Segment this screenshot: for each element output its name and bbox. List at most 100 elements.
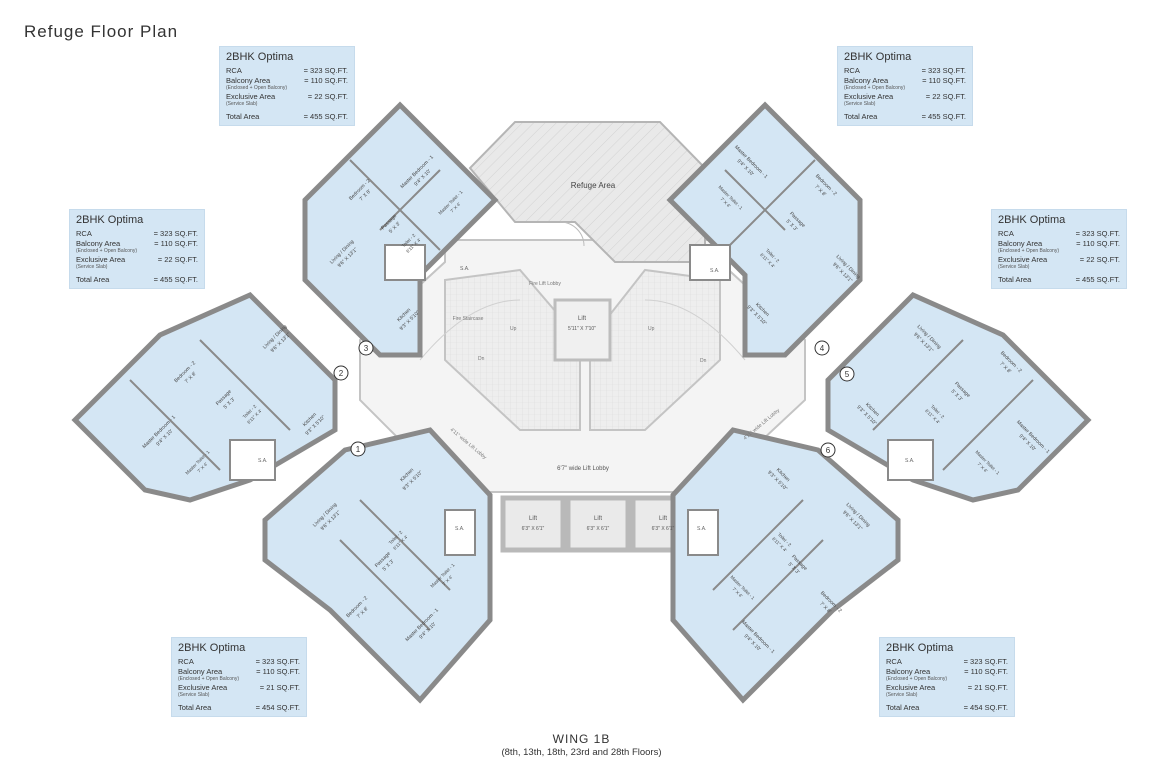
wing-upper-right-flat-4 — [666, 101, 863, 358]
exclusive-value: = 21 SQ.FT. — [259, 683, 300, 692]
balcony-label: Balcony Area — [226, 76, 271, 85]
exclusive-sub: (Service Slab) — [226, 101, 258, 107]
wing-caption: WING 1B — [552, 732, 611, 746]
lift-3-size: 6'3" X 6'1" — [652, 526, 675, 532]
sa-label: S.A. — [258, 458, 267, 464]
rca-label: RCA — [886, 657, 902, 666]
flat-marker-3: 3 — [358, 340, 374, 356]
area-card-bottom-right: 2BHK Optima RCA = 323 SQ.FT. Balcony Area… — [879, 637, 1015, 717]
exclusive-sub: (Service Slab) — [844, 101, 876, 107]
lift-2-box — [565, 495, 631, 553]
exclusive-value: = 22 SQ.FT. — [925, 92, 966, 101]
lift-1-size: 6'3" X 6'1" — [522, 526, 545, 532]
area-card-top-left: 2BHK Optima RCA= 323 SQ.FT. Balcony Area… — [219, 46, 355, 126]
wing-upper-left-flat-3 — [302, 101, 499, 358]
balcony-label: Balcony Area — [998, 239, 1043, 248]
main-lobby-label: 6'7" wide Lift Lobby — [557, 466, 609, 472]
stair-up-left: Up — [510, 326, 517, 332]
refuge-area-zone — [468, 121, 706, 263]
wing-lower-left-flat-1 — [262, 427, 493, 704]
exclusive-label: Exclusive Area — [844, 92, 894, 101]
rca-value: = 323 SQ.FT. — [921, 66, 966, 75]
svg-text:6: 6 — [826, 446, 831, 455]
card-title: 2BHK Optima — [886, 642, 954, 654]
exclusive-label: Exclusive Area — [998, 255, 1048, 264]
total-label: Total Area — [844, 112, 878, 121]
total-value: = 455 SQ.FT. — [1075, 275, 1120, 284]
lift-3-label: Lift — [659, 516, 667, 522]
exclusive-label: Exclusive Area — [178, 683, 228, 692]
total-value: = 455 SQ.FT. — [921, 112, 966, 121]
flat-marker-4: 4 — [814, 340, 830, 356]
sa-label: S.A. — [697, 526, 706, 532]
svg-text:5: 5 — [845, 370, 850, 379]
sa-label: S.A. — [905, 458, 914, 464]
svg-text:1: 1 — [356, 445, 361, 454]
total-value: = 455 SQ.FT. — [303, 112, 348, 121]
card-title: 2BHK Optima — [844, 51, 912, 63]
svg-text:4: 4 — [820, 344, 825, 353]
balcony-label: Balcony Area — [886, 667, 931, 676]
exclusive-sub: (Service Slab) — [998, 264, 1030, 270]
balcony-value: = 110 SQ.FT. — [304, 76, 348, 85]
rca-label: RCA — [226, 66, 242, 75]
rca-value: = 323 SQ.FT. — [255, 657, 300, 666]
lift-2-label: Lift — [594, 516, 602, 522]
card-title: 2BHK Optima — [178, 642, 246, 654]
sa-label: S.A. — [455, 526, 464, 532]
balcony-value: = 110 SQ.FT. — [256, 667, 300, 676]
total-label: Total Area — [178, 703, 212, 712]
sa-label: S.A. — [710, 268, 719, 274]
balcony-sub: (Enclosed + Open Balcony) — [226, 85, 288, 91]
lift-2-size: 6'3" X 6'1" — [587, 526, 610, 532]
exclusive-sub: (Service Slab) — [76, 264, 108, 270]
rca-label: RCA — [178, 657, 194, 666]
exclusive-value: = 22 SQ.FT. — [307, 92, 348, 101]
card-title: 2BHK Optima — [76, 214, 144, 226]
refuge-area-label: Refuge Area — [571, 181, 616, 190]
exclusive-label: Exclusive Area — [886, 683, 936, 692]
area-card-bottom-left: 2BHK Optima RCA = 323 SQ.FT. Balcony Area… — [171, 637, 307, 717]
rca-label: RCA — [844, 66, 860, 75]
flat-marker-1: 1 — [350, 441, 366, 457]
total-value: = 454 SQ.FT. — [963, 703, 1008, 712]
rca-label: RCA — [998, 229, 1014, 238]
balcony-label: Balcony Area — [178, 667, 223, 676]
exclusive-label: Exclusive Area — [76, 255, 126, 264]
stair-dn-left: Dn — [478, 356, 485, 362]
total-label: Total Area — [886, 703, 920, 712]
exclusive-value: = 21 SQ.FT. — [967, 683, 1008, 692]
card-title: 2BHK Optima — [998, 214, 1066, 226]
total-label: Total Area — [226, 112, 260, 121]
rca-value: = 323 SQ.FT. — [153, 229, 198, 238]
lift-1-box — [500, 495, 566, 553]
balcony-value: = 110 SQ.FT. — [154, 239, 198, 248]
svg-text:3: 3 — [364, 344, 369, 353]
central-core — [359, 121, 806, 553]
area-card-middle-right: 2BHK Optima RCA = 323 SQ.FT. Balcony Area… — [991, 209, 1127, 289]
sa-label: S.A. — [460, 266, 469, 272]
wing-lower-right-flat-6 — [670, 427, 901, 704]
rca-value: = 323 SQ.FT. — [963, 657, 1008, 666]
total-value: = 455 SQ.FT. — [153, 275, 198, 284]
exclusive-value: = 22 SQ.FT. — [157, 255, 198, 264]
flat-marker-2: 2 — [333, 365, 349, 381]
total-label: Total Area — [998, 275, 1032, 284]
floors-caption: (8th, 13th, 18th, 23rd and 28th Floors) — [501, 747, 662, 758]
balcony-sub: (Enclosed + Open Balcony) — [178, 676, 240, 682]
balcony-sub: (Enclosed + Open Balcony) — [76, 248, 138, 254]
wing-middle-left-flat-2 — [71, 292, 338, 503]
area-card-top-right: 2BHK Optima RCA= 323 SQ.FT. Balcony Area… — [837, 46, 973, 126]
fire-staircase-label: Fire Staircase — [453, 316, 484, 322]
center-lift-label: Lift — [578, 316, 586, 322]
rca-value: = 323 SQ.FT. — [1075, 229, 1120, 238]
wing-middle-right-flat-5 — [825, 292, 1092, 503]
balcony-value: = 110 SQ.FT. — [1076, 239, 1120, 248]
area-card-middle-left: 2BHK Optima RCA= 323 SQ.FT. Balcony Area… — [69, 209, 205, 289]
total-value: = 454 SQ.FT. — [255, 703, 300, 712]
exclusive-value: = 22 SQ.FT. — [1079, 255, 1120, 264]
fire-lift-lobby-label: Fire Lift Lobby — [529, 281, 561, 287]
flat-marker-6: 6 — [820, 442, 836, 458]
balcony-label: Balcony Area — [76, 239, 121, 248]
